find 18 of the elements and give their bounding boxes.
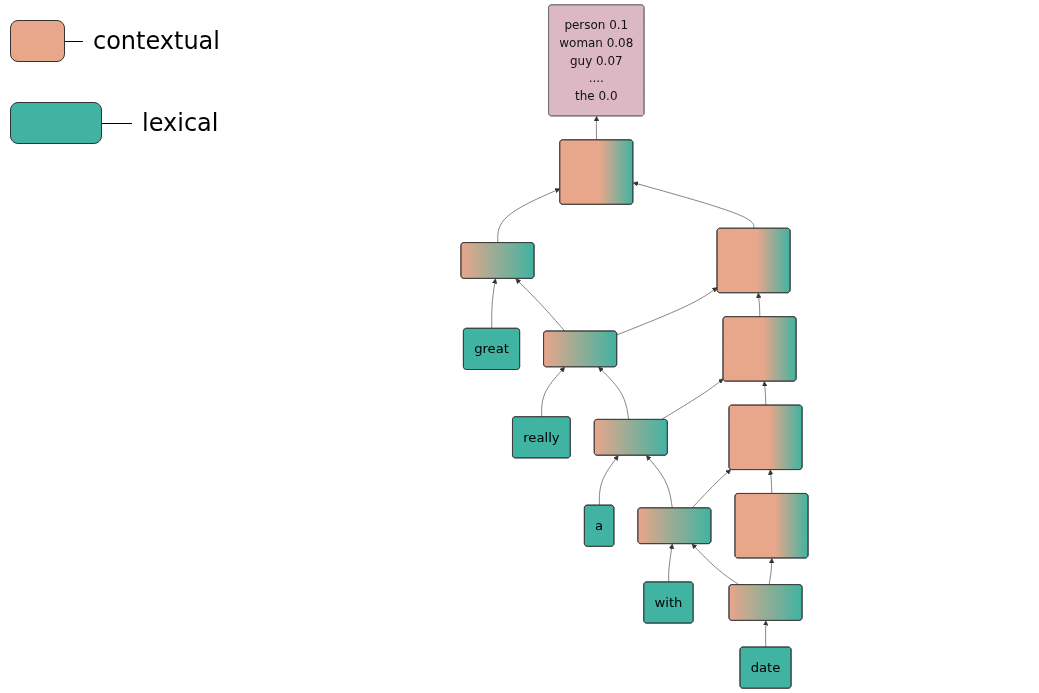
hidden-state-box [637, 507, 712, 544]
hidden-state-box [734, 493, 809, 559]
hidden-state-box [722, 316, 797, 382]
output-box: person 0.1 woman 0.08 guy 0.07 .... the 0.0 [548, 4, 645, 117]
legend-label: lexical [142, 109, 219, 137]
word-embedding-box: a [584, 504, 615, 547]
word-embedding-box: with [643, 581, 694, 624]
word-embedding-box: great [463, 327, 520, 370]
legend-label: contextual [92, 27, 220, 55]
word-embedding-box: really [512, 416, 571, 459]
hidden-state-box [728, 404, 803, 470]
hidden-state-box [460, 242, 535, 279]
hidden-state-box [543, 330, 617, 368]
word-embedding-box: date [739, 646, 792, 689]
hidden-state-box [728, 584, 803, 621]
hidden-state-box [559, 139, 634, 205]
hidden-state-box [716, 227, 791, 294]
hidden-state-box [593, 419, 668, 456]
